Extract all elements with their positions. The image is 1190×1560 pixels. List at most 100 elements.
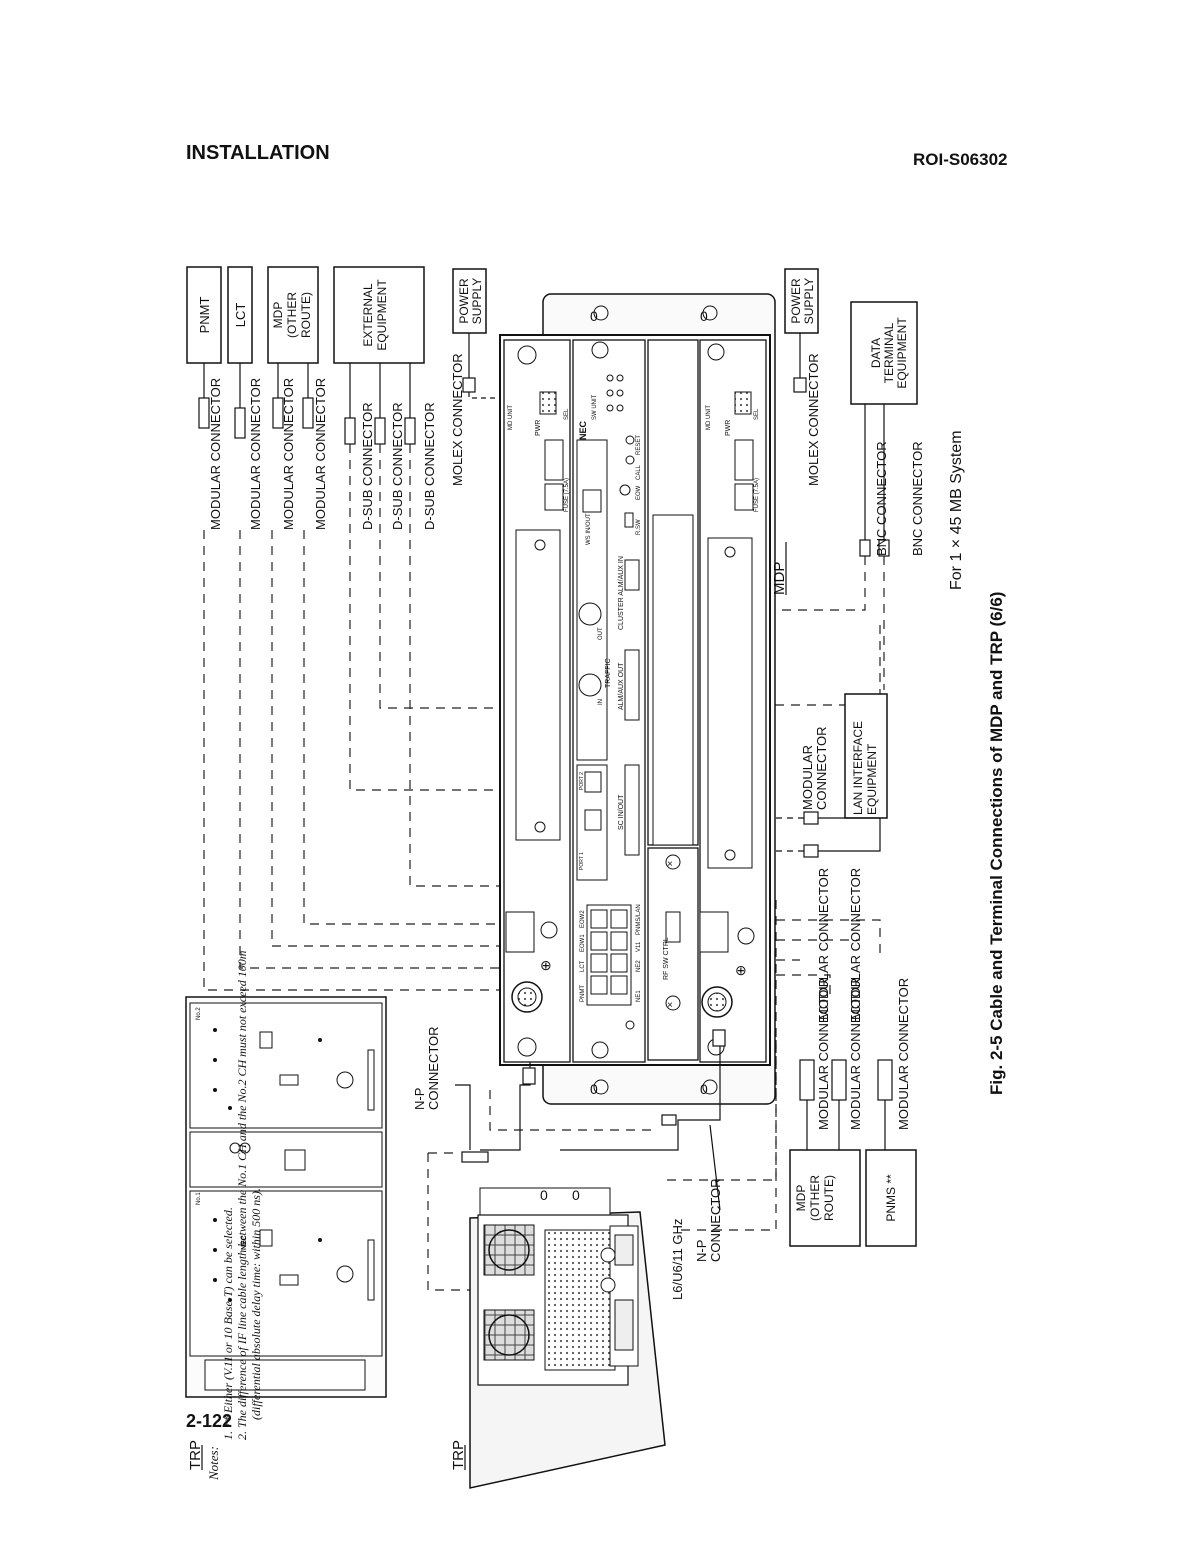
md-unit-1: MD UNIT FUSE (7.5A) PWR SEL ⊕ (503, 339, 571, 1063)
lan-interface-equipment-box: LAN INTERFACE EQUIPMENT (844, 693, 888, 819)
modular-connector-b2: MODULAR CONNECTOR (848, 978, 863, 1130)
mdp-label: MDP (771, 562, 788, 595)
data-terminal-line3: EQUIPMENT (895, 317, 909, 389)
pnms-box: PNMS ** (865, 1149, 917, 1247)
external-equipment-box: EXTERNAL EQUIPMENT (333, 266, 425, 364)
md-unit-2-label: MD UNIT (706, 405, 712, 430)
cluster-label: CLUSTER ALM/AUX IN (618, 556, 625, 630)
traffic-out-label: OUT (598, 627, 604, 640)
document-id: ROI-S06302 (913, 150, 1008, 169)
modular-lan-line1: MODULAR (800, 745, 815, 810)
port1-label: PORT 1 (579, 852, 585, 870)
screw-label-top-left: 0 (590, 308, 598, 324)
modular-lan-line2: CONNECTOR (814, 726, 829, 810)
ne1-port-label: NE1 (636, 990, 642, 1002)
molex-connector-label-2: MOLEX CONNECTOR (806, 353, 821, 486)
md-unit-1-pwr: PWR (535, 420, 542, 436)
power-supply-1-line2: SUPPLY (470, 278, 484, 324)
power-supply-1-line1: POWER (457, 278, 471, 324)
power-supply-box-2: POWER SUPPLY (784, 268, 819, 334)
rf-sw-ctrl-label: RF SW CTRL (663, 937, 670, 980)
power-supply-box-1: POWER SUPPLY (452, 268, 487, 334)
port2-label: PORT 2 (579, 772, 585, 790)
band-label: L6/U6/11 GHz (670, 1219, 685, 1300)
eow2-port-label: EOW2 (580, 910, 586, 928)
x-mark-bottom: × (667, 1000, 673, 1011)
mdp-other-bottom-line2: (OTHER (808, 1175, 822, 1221)
trp-open-unit: 0 0 (469, 1187, 666, 1489)
bnc-connector-label-1: BNC CONNECTOR (874, 441, 889, 556)
lan-interface-line2: EQUIPMENT (865, 743, 879, 815)
md-unit-2-fuse: FUSE (7.5A) (754, 478, 760, 512)
mdp-chassis: 0 0 0 0 MD UNIT FUSE (7.5A) PWR SEL ⊕ (499, 293, 776, 1105)
dsub-connector-label-3: D-SUB CONNECTOR (422, 402, 437, 530)
bnc-connector-label-2: BNC CONNECTOR (910, 441, 925, 556)
external-equipment-line1: EXTERNAL (361, 283, 375, 347)
eow1-port-label: EOW1 (580, 934, 586, 952)
x-mark-top: × (667, 859, 673, 870)
note-2: 2. The difference of IF line cable lengt… (235, 950, 249, 1440)
pnmt-port-label: PNMT (580, 985, 586, 1002)
modular-connector-label-1: MODULAR CONNECTOR (208, 378, 223, 530)
data-terminal-line2: TERMINAL (882, 322, 896, 383)
data-terminal-equipment-box: DATA TERMINAL EQUIPMENT (850, 301, 918, 405)
note-1: 1. ** Either (V.11 or 10 Base-T) can be … (221, 1207, 235, 1440)
mdp-other-top-line1: MDP (271, 302, 285, 329)
md-unit-1-fuse: FUSE (7.5A) (564, 478, 570, 512)
pnmt-label: PNMT (197, 297, 212, 334)
nec-brand: NEC (578, 420, 588, 440)
md-unit-1-plus: ⊕ (540, 957, 552, 973)
modular-connector-label-3: MODULAR CONNECTOR (281, 378, 296, 530)
bottom-cable-plugs (799, 1059, 893, 1150)
section-title: INSTALLATION (186, 142, 330, 164)
md-unit-1-label: MD UNIT (508, 405, 514, 430)
np-connector-1-line2: CONNECTOR (426, 1026, 441, 1110)
power-supply-2-line1: POWER (789, 278, 803, 324)
dsub-connector-label-2: D-SUB CONNECTOR (390, 402, 405, 530)
modular-connector-label-2: MODULAR CONNECTOR (248, 378, 263, 530)
if-cables (455, 1029, 726, 1211)
pnmt-box: PNMT (186, 266, 222, 364)
ws-inout-label: WS IN/OUT (586, 513, 592, 545)
mdp-other-route-top-box: MDP (OTHER ROUTE) (267, 266, 319, 364)
ne2-port-label: NE2 (636, 960, 642, 972)
lct-box: LCT (227, 266, 253, 364)
sw-call-label: CALL (636, 464, 642, 480)
external-equipment-line2: EQUIPMENT (375, 279, 389, 351)
page-number: 2-122 (186, 1411, 233, 1431)
traffic-label: TRAFFIC (605, 658, 612, 688)
lct-label: LCT (233, 303, 248, 328)
screw-label-top-right: 0 (700, 308, 708, 324)
figure-caption: Fig. 2-5 Cable and Terminal Connections … (987, 592, 1006, 1095)
md-unit-2: MD UNIT FUSE (7.5A) PWR SEL ⊕ (699, 339, 767, 1063)
alm-aux-out-label: ALM/AUX OUT (618, 662, 625, 710)
sw-unit: NEC SW UNIT CALL RESET EOW WS IN/OUT R.S… (572, 339, 646, 1063)
v11-port-label: V11 (636, 941, 642, 952)
lan-cables (776, 811, 881, 858)
np-connector-2-line2: CONNECTOR (708, 1178, 723, 1262)
mdp-other-bottom-line3: ROUTE) (822, 1175, 836, 1221)
sw-unit-label: SW UNIT (592, 394, 598, 420)
screw-label-bottom-left: 0 (590, 1081, 598, 1097)
md-unit-2-pwr: PWR (725, 420, 732, 436)
sw-reset-label: RESET (636, 435, 642, 455)
mdp-other-top-line2: (OTHER (285, 292, 299, 338)
mdp-other-bottom-line1: MDP (794, 1185, 808, 1212)
system-label: For 1 × 45 MB System (948, 430, 965, 590)
lct-port-label: LCT (580, 960, 586, 972)
data-terminal-line1: DATA (869, 338, 883, 368)
mdp-other-top-line3: ROUTE) (299, 292, 313, 338)
md-unit-2-plus: ⊕ (735, 962, 747, 978)
trp-rack: No.2 No.1 NEC (185, 996, 387, 1398)
top-cable-plugs (198, 333, 890, 557)
md-unit-2-sel: SEL (754, 408, 760, 420)
dsub-connector-label-1: D-SUB CONNECTOR (360, 402, 375, 530)
trp-open-screw-2: 0 (572, 1187, 580, 1203)
modular-connector-b5: MODULAR CONNECTOR (896, 978, 911, 1130)
molex-connector-label-1: MOLEX CONNECTOR (450, 353, 465, 486)
trp-top-label: TRP (187, 1440, 204, 1470)
power-supply-2-line2: SUPPLY (802, 278, 816, 324)
np-connector-2-line1: N-P (694, 1240, 709, 1262)
mdp-other-route-bottom-box: MDP (OTHER ROUTE) (789, 1149, 861, 1247)
